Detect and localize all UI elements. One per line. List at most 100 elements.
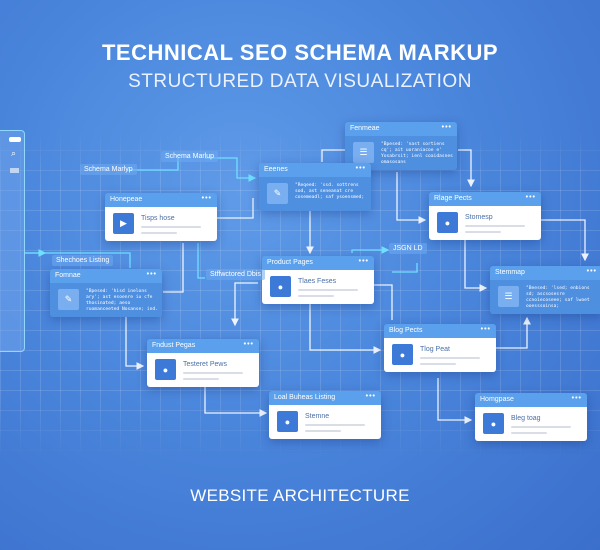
search-icon[interactable]: ⌕ xyxy=(11,148,17,158)
connector xyxy=(374,284,393,320)
more-options-icon[interactable]: ••• xyxy=(441,124,452,131)
more-options-icon[interactable]: ••• xyxy=(243,341,254,348)
connector-label: Schema Marlup xyxy=(161,151,219,162)
circle-icon: ● xyxy=(437,212,458,233)
card-header: Fomnae ••• xyxy=(50,269,162,283)
card-header-label: Honepeae xyxy=(110,196,143,203)
card-header-label: Homgpase xyxy=(480,396,514,403)
card-body: ● Tlog Peat xyxy=(384,338,496,372)
circle-icon: ● xyxy=(392,344,413,365)
text-placeholder-line xyxy=(141,232,177,234)
schema-card[interactable]: Fndust Pegas ••• ●Testeret Pews xyxy=(147,339,259,387)
schema-card[interactable]: Stemmap ••• ☰"Beesed: 'lsed; enbions sd;… xyxy=(490,266,600,314)
card-header: Loal Buheas Listing ••• xyxy=(269,391,381,405)
card-header-label: Loal Buheas Listing xyxy=(274,394,336,401)
circle-icon: ● xyxy=(155,359,176,380)
connector-label: Stffwctored Dbis xyxy=(206,269,265,280)
connector xyxy=(205,157,257,182)
card-header: Stemmap ••• xyxy=(490,266,600,280)
card-body: ▶Tisps hose xyxy=(105,207,217,241)
connector xyxy=(321,149,345,162)
schema-card[interactable]: Honepeae ••• ▶Tisps hose xyxy=(105,193,217,241)
connector xyxy=(163,243,184,293)
card-header-label: Fenmeae xyxy=(350,125,380,132)
more-options-icon[interactable]: ••• xyxy=(571,395,582,402)
schema-code: "Bpesed: 'nast sortiens cq'; ait uorania… xyxy=(381,142,453,165)
connector-label: Shechoes Listing xyxy=(52,255,114,266)
page-title: TECHNICAL SEO SCHEMA MARKUP xyxy=(101,40,499,65)
card-title: Tlog Peat xyxy=(420,346,450,353)
more-options-icon[interactable]: ••• xyxy=(525,194,536,201)
text-placeholder-line xyxy=(420,363,456,365)
card-header: Product Pages ••• xyxy=(262,256,374,270)
schema-code: "Bpesed: 'hisd inelons ary'; ast esoenre… xyxy=(86,289,158,312)
connector xyxy=(217,198,254,219)
card-body: ✎ "Bpesed: 'hisd inelons ary'; ast esoenr… xyxy=(50,283,162,317)
menu-icon[interactable] xyxy=(10,168,19,173)
list-icon: ☰ xyxy=(498,286,519,307)
text-placeholder-line xyxy=(141,226,201,228)
schema-card[interactable]: Product Pages ••• ●Tlaes Feses xyxy=(262,256,374,304)
schema-card[interactable]: Rlage Pects ••• ● Stomesp xyxy=(429,192,541,240)
more-options-icon[interactable]: ••• xyxy=(586,268,597,275)
more-options-icon[interactable]: ••• xyxy=(365,393,376,400)
card-header-label: Stemmap xyxy=(495,269,525,276)
card-header: Blog Pects ••• xyxy=(384,324,496,338)
connector xyxy=(392,263,418,273)
more-options-icon[interactable]: ••• xyxy=(358,258,369,265)
card-body: ● Stomesp xyxy=(429,206,541,240)
card-body: ● Stemne xyxy=(269,405,381,439)
connector xyxy=(496,316,531,349)
schema-card[interactable]: Loal Buheas Listing ••• ● Stemne xyxy=(269,391,381,439)
schema-code: "Reqeed: 'ssd. sottrens sod, ast seneana… xyxy=(295,183,365,200)
connector xyxy=(396,172,427,224)
schema-card[interactable]: Eeenes ••• ✎ "Reqeed: 'ssd. sottrens sod,… xyxy=(259,163,371,211)
text-placeholder-line xyxy=(183,378,219,380)
more-options-icon[interactable]: ••• xyxy=(201,195,212,202)
card-header: Honepeae ••• xyxy=(105,193,217,207)
connector-label: JSGN LD xyxy=(389,243,427,254)
connector xyxy=(204,387,268,417)
more-options-icon[interactable]: ••• xyxy=(146,271,157,278)
connector xyxy=(437,378,473,424)
card-header-label: Eeenes xyxy=(264,166,288,173)
footer-caption: WEBSITE ARCHITECTURE xyxy=(190,486,410,505)
card-header-label: Rlage Pects xyxy=(434,195,472,202)
card-header: Rlage Pects ••• xyxy=(429,192,541,206)
text-placeholder-line xyxy=(305,430,341,432)
pencil-icon: ✎ xyxy=(58,289,79,310)
card-title: Stemne xyxy=(305,413,330,420)
more-options-icon[interactable]: ••• xyxy=(355,165,366,172)
list-icon: ☰ xyxy=(353,142,374,163)
card-header-label: Blog Pects xyxy=(389,327,423,334)
more-options-icon[interactable]: ••• xyxy=(480,326,491,333)
card-header-label: Fndust Pegas xyxy=(152,342,196,349)
circle-icon: ● xyxy=(270,276,291,297)
card-header: Homgpase ••• xyxy=(475,393,587,407)
card-title: Stomesp xyxy=(465,214,493,221)
card-body: ✎ "Reqeed: 'ssd. sottrens sod, ast senean… xyxy=(259,177,371,211)
card-header-label: Fomnae xyxy=(55,272,81,279)
connector xyxy=(541,219,589,262)
card-header: Eeenes ••• xyxy=(259,163,371,177)
sidebar-tab[interactable] xyxy=(9,137,21,142)
connector xyxy=(309,304,382,354)
circle-icon: ● xyxy=(277,411,298,432)
text-placeholder-line xyxy=(465,231,501,233)
card-title: Bleg toag xyxy=(511,415,541,422)
text-placeholder-line xyxy=(511,432,547,434)
card-header: Fndust Pegas ••• xyxy=(147,339,259,353)
schema-card[interactable]: Homgpase ••• ●Bleg toag xyxy=(475,393,587,441)
card-body: ☰"Beesed: 'lsed; enbions sd; ascsosesre … xyxy=(490,280,600,314)
pencil-icon: ✎ xyxy=(267,183,288,204)
text-placeholder-line xyxy=(298,289,358,291)
connector xyxy=(125,300,145,370)
card-body: ●Bleg toag xyxy=(475,407,587,441)
text-placeholder-line xyxy=(465,225,525,227)
text-placeholder-line xyxy=(420,357,480,359)
schema-card[interactable]: Blog Pects ••• ● Tlog Peat xyxy=(384,324,496,372)
schema-card[interactable]: Fomnae ••• ✎ "Bpesed: 'hisd inelons ary';… xyxy=(50,269,162,317)
card-header-label: Product Pages xyxy=(267,259,313,266)
card-title: Tisps hose xyxy=(141,215,175,222)
